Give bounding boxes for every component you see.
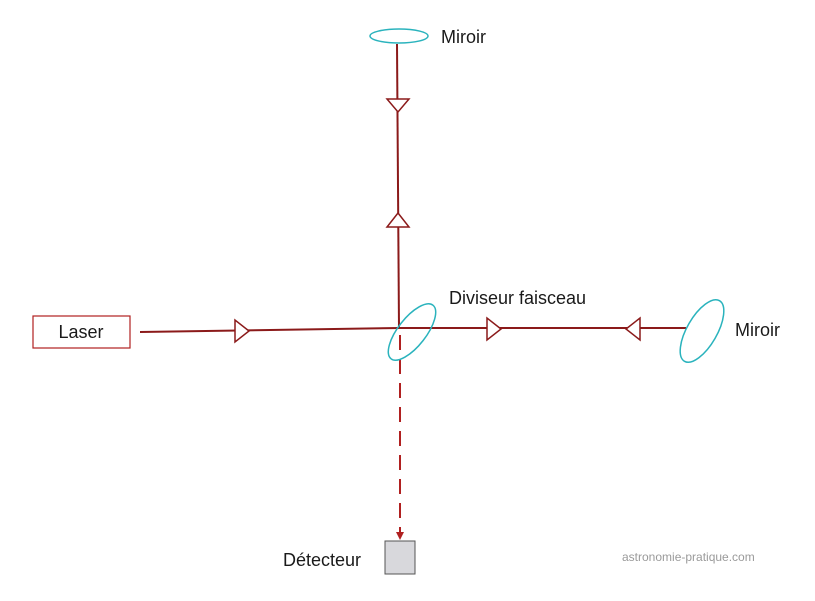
top-mirror xyxy=(369,28,429,44)
beam-splitter-label: Diviseur faisceau xyxy=(449,288,586,308)
arrow-right-mirror-left xyxy=(624,316,641,342)
beam-splitter xyxy=(387,303,437,361)
top-mirror-label: Miroir xyxy=(441,27,486,47)
detector-box xyxy=(384,540,416,575)
arrow-splitter-right xyxy=(486,316,503,342)
detector-arrow-head xyxy=(396,532,404,540)
laser-label: Laser xyxy=(58,322,103,342)
laser-box xyxy=(32,315,131,349)
watermark-text: astronomie-pratique.com xyxy=(622,550,755,564)
right-mirror xyxy=(679,299,725,363)
detector-label: Détecteur xyxy=(283,550,361,570)
beam-laser-to-splitter xyxy=(139,327,401,333)
right-mirror-label: Miroir xyxy=(735,320,780,340)
arrow-down-from-top-mirror xyxy=(385,98,411,114)
arrow-up-to-top-mirror xyxy=(385,211,411,228)
arrow-laser-right xyxy=(234,318,251,344)
beam-splitter-to-top-mirror xyxy=(396,43,400,329)
